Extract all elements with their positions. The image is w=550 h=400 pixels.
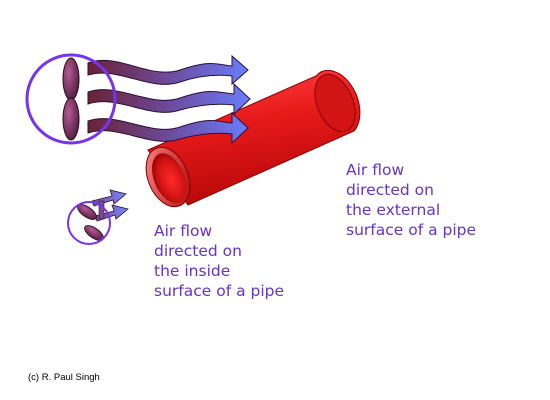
fan-icon [25,53,117,145]
external-flow-label-line: surface of a pipe [346,221,477,239]
external-flow-label-line: directed on [346,181,434,199]
internal-flow-label-line: surface of a pipe [154,282,285,300]
internal-flow-label-line: the inside [154,262,231,280]
internal-flow-label-line: Air flow [154,222,213,240]
external-flow-label-line: the external [346,201,441,219]
internal-airflow-arrows [91,189,129,222]
airflow-arrow [87,82,251,116]
airflow-arrow [87,54,249,86]
fan-ring [67,201,111,245]
pipe-illustration [145,69,361,208]
airflow-arrow-shaft [98,200,105,220]
copyright-notice: (c) R. Paul Singh [28,372,100,383]
external-flow-label: Air flow directed on the external surfac… [346,160,476,240]
fan-icon [67,201,111,245]
internal-flow-label-line: directed on [154,242,242,260]
fan-blade [62,97,80,141]
airflow-arrow [87,111,249,145]
internal-flow-label: Air flow directed on the inside surface … [154,221,284,301]
pipe-opening-inside [152,153,186,203]
fan-ring [25,53,117,145]
pipe-far-end [314,73,356,133]
pipe-body [147,69,361,206]
external-flow-label-line: Air flow [346,161,405,179]
fan-blade [62,57,80,101]
external-airflow-arrows [87,54,251,145]
